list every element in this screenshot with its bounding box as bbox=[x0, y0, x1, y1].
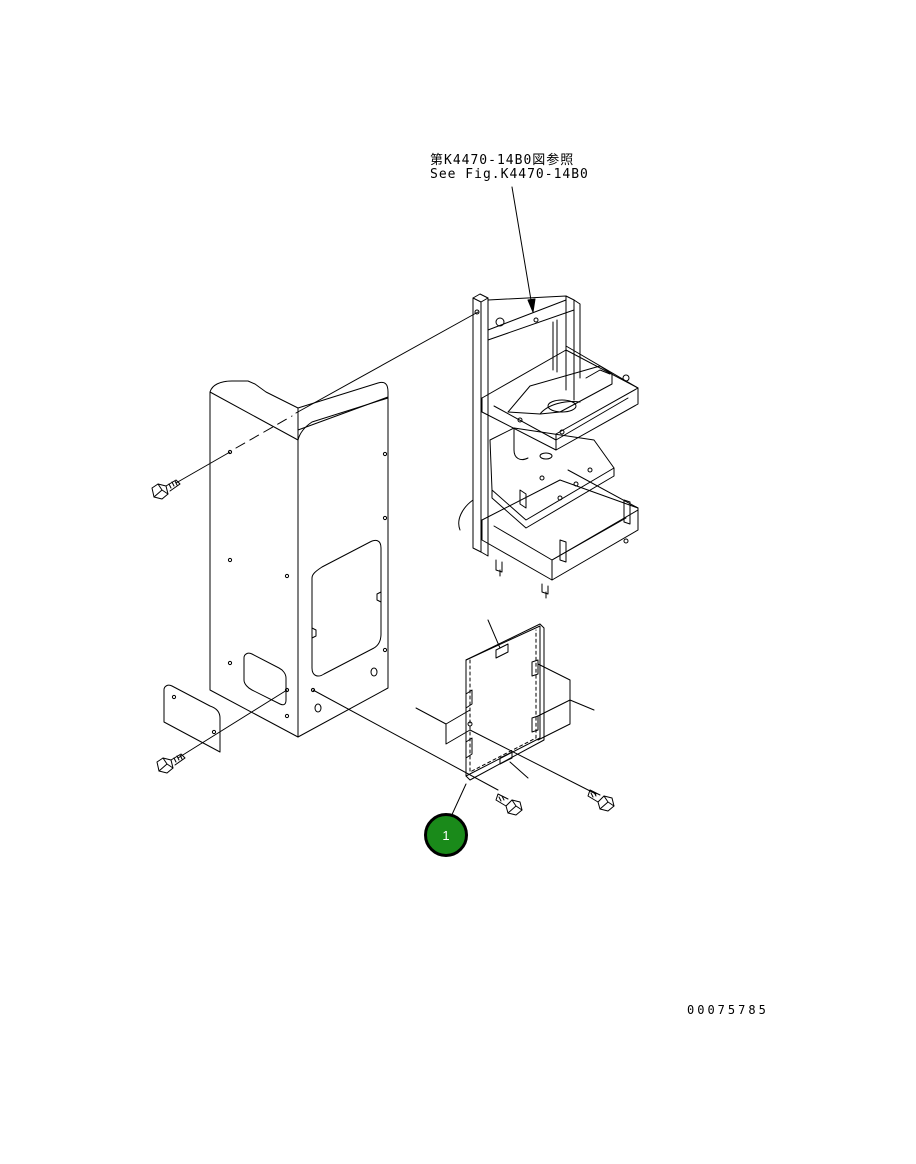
part-callout-1[interactable]: 1 bbox=[424, 813, 468, 857]
reference-leader bbox=[511, 186, 536, 313]
side-cover-panel bbox=[209, 380, 389, 738]
drawing-number: 00075785 bbox=[687, 1003, 769, 1017]
small-cover-plate bbox=[163, 684, 221, 753]
access-plate bbox=[415, 619, 595, 833]
reference-note-japanese: 第K4470-14B0図参照 bbox=[430, 153, 575, 168]
bolt-plate-right bbox=[587, 789, 615, 812]
bolt-plate-lower bbox=[495, 793, 523, 816]
reference-note-english: See Fig.K4470-14B0 bbox=[430, 167, 589, 182]
assembly-lines bbox=[175, 311, 597, 795]
battery-rack bbox=[458, 293, 639, 599]
bolt-upper-left bbox=[151, 479, 181, 500]
part-callout-label: 1 bbox=[442, 827, 450, 843]
bolt-lower-left bbox=[156, 753, 186, 774]
